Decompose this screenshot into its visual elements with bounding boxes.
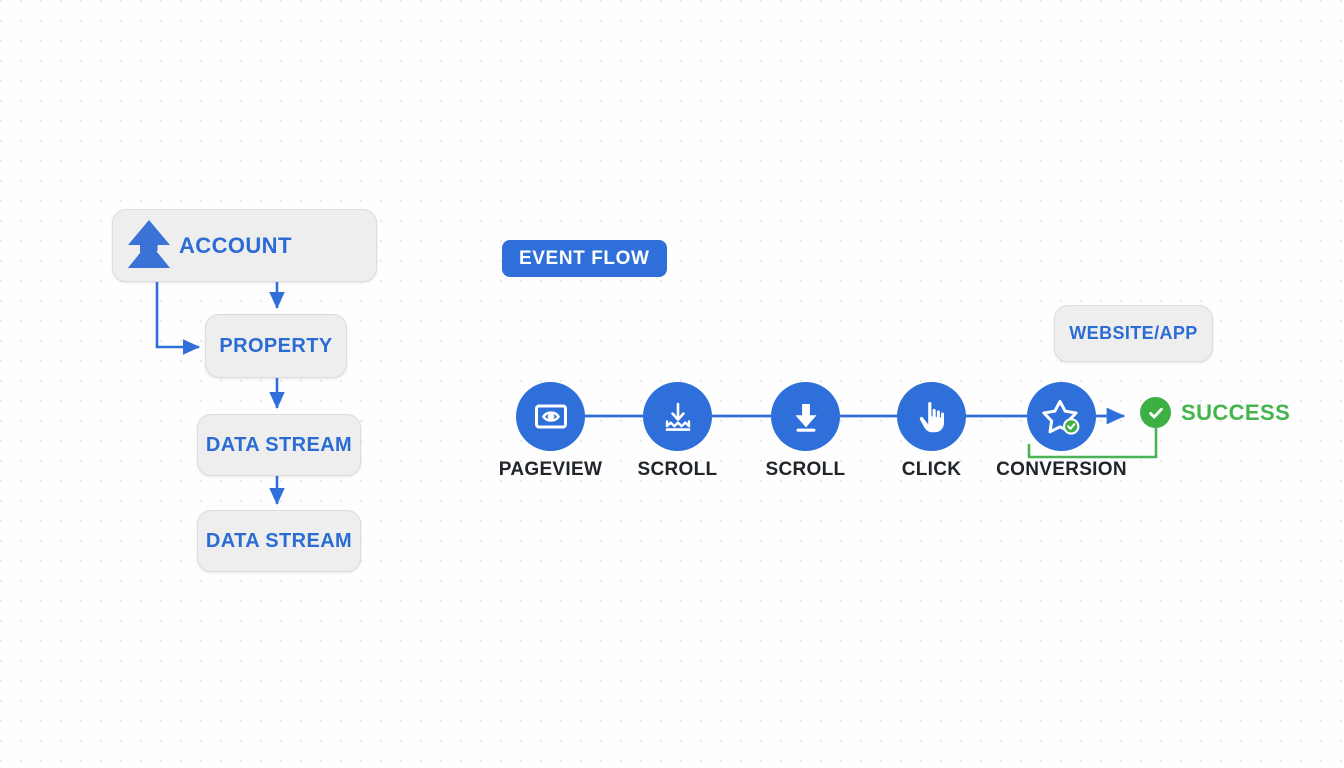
screen-eye-icon <box>534 404 567 428</box>
node-property-label: PROPERTY <box>219 334 333 357</box>
event-node-conversion[interactable]: CONVERSION <box>996 382 1127 480</box>
node-property[interactable]: PROPERTY <box>205 314 347 378</box>
event-node-click[interactable]: CLICK <box>897 382 966 480</box>
node-website-app[interactable]: WEBSITE/APP <box>1054 305 1213 362</box>
star-check-icon <box>1041 399 1079 435</box>
event-caption-scroll-2: SCROLL <box>765 459 846 480</box>
analytics-logo-icon <box>128 220 170 268</box>
event-caption-pageview: PAGEVIEW <box>498 459 603 480</box>
event-circle-scroll-2[interactable] <box>771 382 840 451</box>
node-account[interactable]: ACCOUNT <box>112 209 377 282</box>
event-flow-badge-label: EVENT FLOW <box>519 247 650 269</box>
node-website-app-label: WEBSITE/APP <box>1069 323 1198 343</box>
check-glyph-icon <box>1148 407 1163 418</box>
pointing-hand-icon <box>919 401 944 432</box>
success-marker[interactable]: SUCCESS <box>1140 397 1290 428</box>
node-data-stream-1-label: DATA STREAM <box>205 433 353 456</box>
arrow-down-into-waves-icon <box>665 402 690 431</box>
event-caption-scroll-1: SCROLL <box>637 459 718 480</box>
event-node-pageview[interactable]: PAGEVIEW <box>499 382 602 480</box>
event-caption-conversion: CONVERSION <box>996 459 1127 480</box>
node-data-stream-1[interactable]: DATA STREAM <box>197 414 361 476</box>
node-data-stream-2[interactable]: DATA STREAM <box>197 510 361 572</box>
event-caption-click: CLICK <box>901 459 962 480</box>
node-data-stream-2-label: DATA STREAM <box>205 529 353 552</box>
event-node-scroll-1[interactable]: SCROLL <box>638 382 717 480</box>
event-node-scroll-2[interactable]: SCROLL <box>766 382 845 480</box>
event-circle-conversion[interactable] <box>1027 382 1096 451</box>
event-circle-pageview[interactable] <box>516 382 585 451</box>
download-arrow-icon <box>794 403 817 432</box>
event-circle-scroll-1[interactable] <box>643 382 712 451</box>
event-circle-click[interactable] <box>897 382 966 451</box>
check-circle-icon <box>1140 397 1171 428</box>
connector-account-elbow-to-property <box>155 282 201 355</box>
success-label: SUCCESS <box>1181 399 1291 425</box>
node-account-label: ACCOUNT <box>179 232 292 258</box>
event-flow-badge[interactable]: EVENT FLOW <box>502 240 667 277</box>
